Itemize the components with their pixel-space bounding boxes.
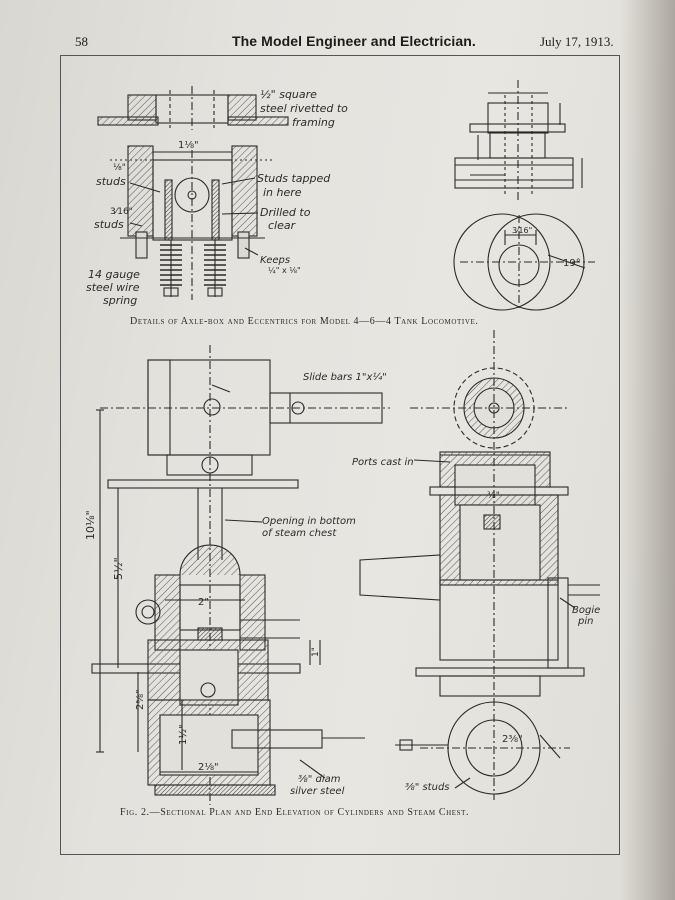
cylinder-end-elevation <box>359 330 600 800</box>
svg-text:19°: 19° <box>563 258 581 269</box>
svg-text:⅜" diam: ⅜" diam <box>298 774 341 785</box>
svg-text:spring: spring <box>103 294 137 307</box>
svg-text:1⅛": 1⅛" <box>178 140 199 151</box>
svg-text:¼" x ⅛": ¼" x ⅛" <box>268 266 301 275</box>
svg-text:3⁄16": 3⁄16" <box>512 226 532 235</box>
svg-text:Keeps: Keeps <box>260 255 290 266</box>
svg-text:Slide bars 1"x¼": Slide bars 1"x¼" <box>303 371 387 383</box>
svg-text:2⅝": 2⅝" <box>135 689 146 710</box>
svg-text:Bogie: Bogie <box>572 605 600 616</box>
svg-text:2⅛": 2⅛" <box>198 762 219 773</box>
cylinder-plan-labels: Slide bars 1"x¼" Opening in bottom of st… <box>84 371 387 797</box>
svg-text:1": 1" <box>311 647 321 657</box>
svg-text:3⁄16": 3⁄16" <box>110 207 133 217</box>
svg-text:Ports cast in: Ports cast in <box>352 457 414 468</box>
svg-text:1½": 1½" <box>177 724 189 745</box>
figure-caption-axle-box: Details of Axle-box and Eccentrics for M… <box>130 316 479 327</box>
axle-box-labels: ½" square steel rivetted to framing 1⅛" … <box>86 88 348 307</box>
end-elevation-labels: Ports cast in ⅜" Bogie pin 2⅜" ⅜" studs <box>352 457 600 793</box>
axle-box-front-view <box>110 145 275 300</box>
eccentric-labels: 19° 3⁄16" <box>512 226 581 269</box>
svg-text:5½": 5½" <box>112 557 125 580</box>
svg-text:steel rivetted to: steel rivetted to <box>260 102 348 115</box>
svg-text:Drilled to: Drilled to <box>260 206 311 219</box>
svg-text:14 gauge: 14 gauge <box>88 268 140 281</box>
svg-text:⅜" studs: ⅜" studs <box>405 782 450 793</box>
svg-text:steel wire: steel wire <box>86 281 140 294</box>
svg-text:⅜": ⅜" <box>487 491 500 501</box>
svg-text:2⅜": 2⅜" <box>502 734 523 745</box>
svg-text:2": 2" <box>198 597 209 608</box>
svg-text:½" square: ½" square <box>260 88 317 101</box>
svg-text:studs: studs <box>94 218 124 231</box>
svg-text:framing: framing <box>292 116 335 129</box>
svg-text:10⅛": 10⅛" <box>84 510 97 540</box>
svg-text:silver steel: silver steel <box>290 786 345 797</box>
svg-text:of steam chest: of steam chest <box>262 528 337 539</box>
issue-date: July 17, 1913. <box>540 34 614 49</box>
svg-text:Opening in bottom: Opening in bottom <box>262 516 356 527</box>
svg-text:clear: clear <box>268 219 297 232</box>
svg-text:Studs tapped: Studs tapped <box>257 172 331 185</box>
eccentric-sheave-section <box>454 80 583 200</box>
figure-caption-cylinders: Fig. 2.—Sectional Plan and End Elevation… <box>120 807 470 818</box>
svg-text:pin: pin <box>577 616 593 627</box>
journal-title: The Model Engineer and Electrician. <box>232 33 476 49</box>
cylinder-sectional-plan <box>91 345 390 805</box>
svg-text:⅛": ⅛" <box>113 163 126 173</box>
page-number: 58 <box>75 34 88 49</box>
eccentric-sheave-view <box>453 213 595 311</box>
axle-box-top-view <box>97 86 289 130</box>
svg-text:in here: in here <box>263 186 302 199</box>
svg-text:studs: studs <box>96 175 126 188</box>
figure-frame <box>60 55 620 855</box>
page-header: 58 The Model Engineer and Electrician. J… <box>0 30 675 52</box>
